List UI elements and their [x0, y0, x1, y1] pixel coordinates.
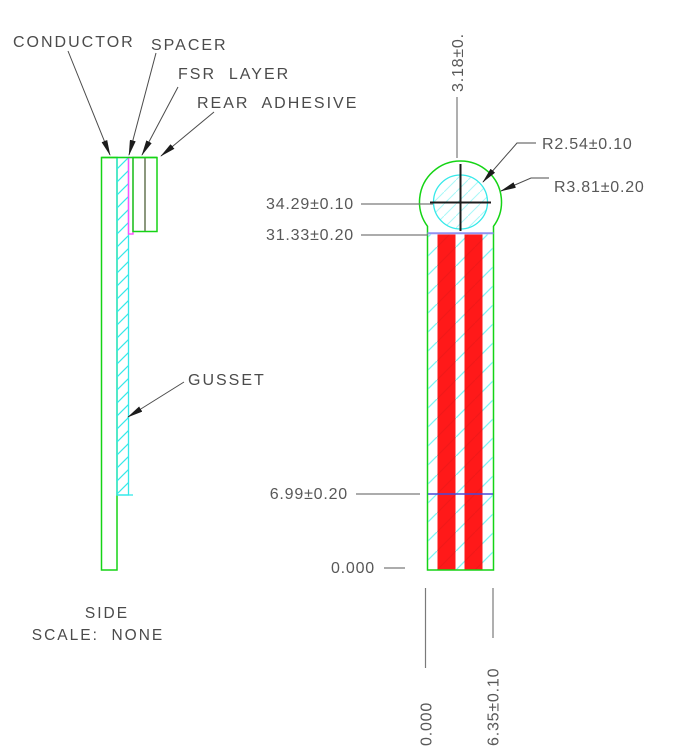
conductor-trace-left — [437, 234, 456, 570]
side-view: CONDUCTOR SPACER FSR LAYER REAR ADHESIVE… — [13, 34, 358, 644]
front-view: 3.18±0. R2.54±0.10 R3.81±0.20 34.29±0.10… — [266, 33, 645, 746]
tail-height-dim: 6.99±0.20 — [270, 486, 348, 503]
fsr-layer-leader — [141, 86, 179, 156]
spacer-leader — [128, 52, 157, 156]
spacer-label: SPACER — [151, 37, 228, 54]
fsr-layer-label: FSR LAYER — [178, 66, 290, 83]
rear-adhesive-leader — [160, 111, 215, 157]
gusset-label: GUSSET — [188, 372, 266, 389]
side-view-title: SIDE — [85, 605, 129, 622]
datum-zero-dim: 0.000 — [331, 560, 375, 577]
center-height-dim: 34.29±0.10 — [266, 196, 354, 213]
outer-radius-leader — [500, 177, 549, 192]
width-dim: 6.35±0.10 — [486, 668, 503, 746]
inner-radius-leader — [482, 142, 536, 183]
conductor-layer-rect — [100, 156, 118, 571]
outer-radius-dim: R3.81±0.20 — [554, 179, 645, 196]
inner-radius-dim: R2.54±0.10 — [542, 136, 633, 153]
body-top-dim: 31.33±0.20 — [266, 227, 354, 244]
gusset-leader — [127, 381, 185, 418]
conductor-label: CONDUCTOR — [13, 34, 135, 51]
side-view-scale: SCALE: NONE — [32, 627, 165, 644]
conductor-trace-right — [464, 234, 483, 570]
conductor-leader — [67, 50, 111, 156]
top-offset-dim: 3.18±0. — [450, 33, 467, 92]
rear-adhesive-label: REAR ADHESIVE — [197, 95, 358, 112]
width-zero-dim: 0.000 — [419, 702, 436, 746]
gusset-hatch-strip — [116, 156, 130, 496]
